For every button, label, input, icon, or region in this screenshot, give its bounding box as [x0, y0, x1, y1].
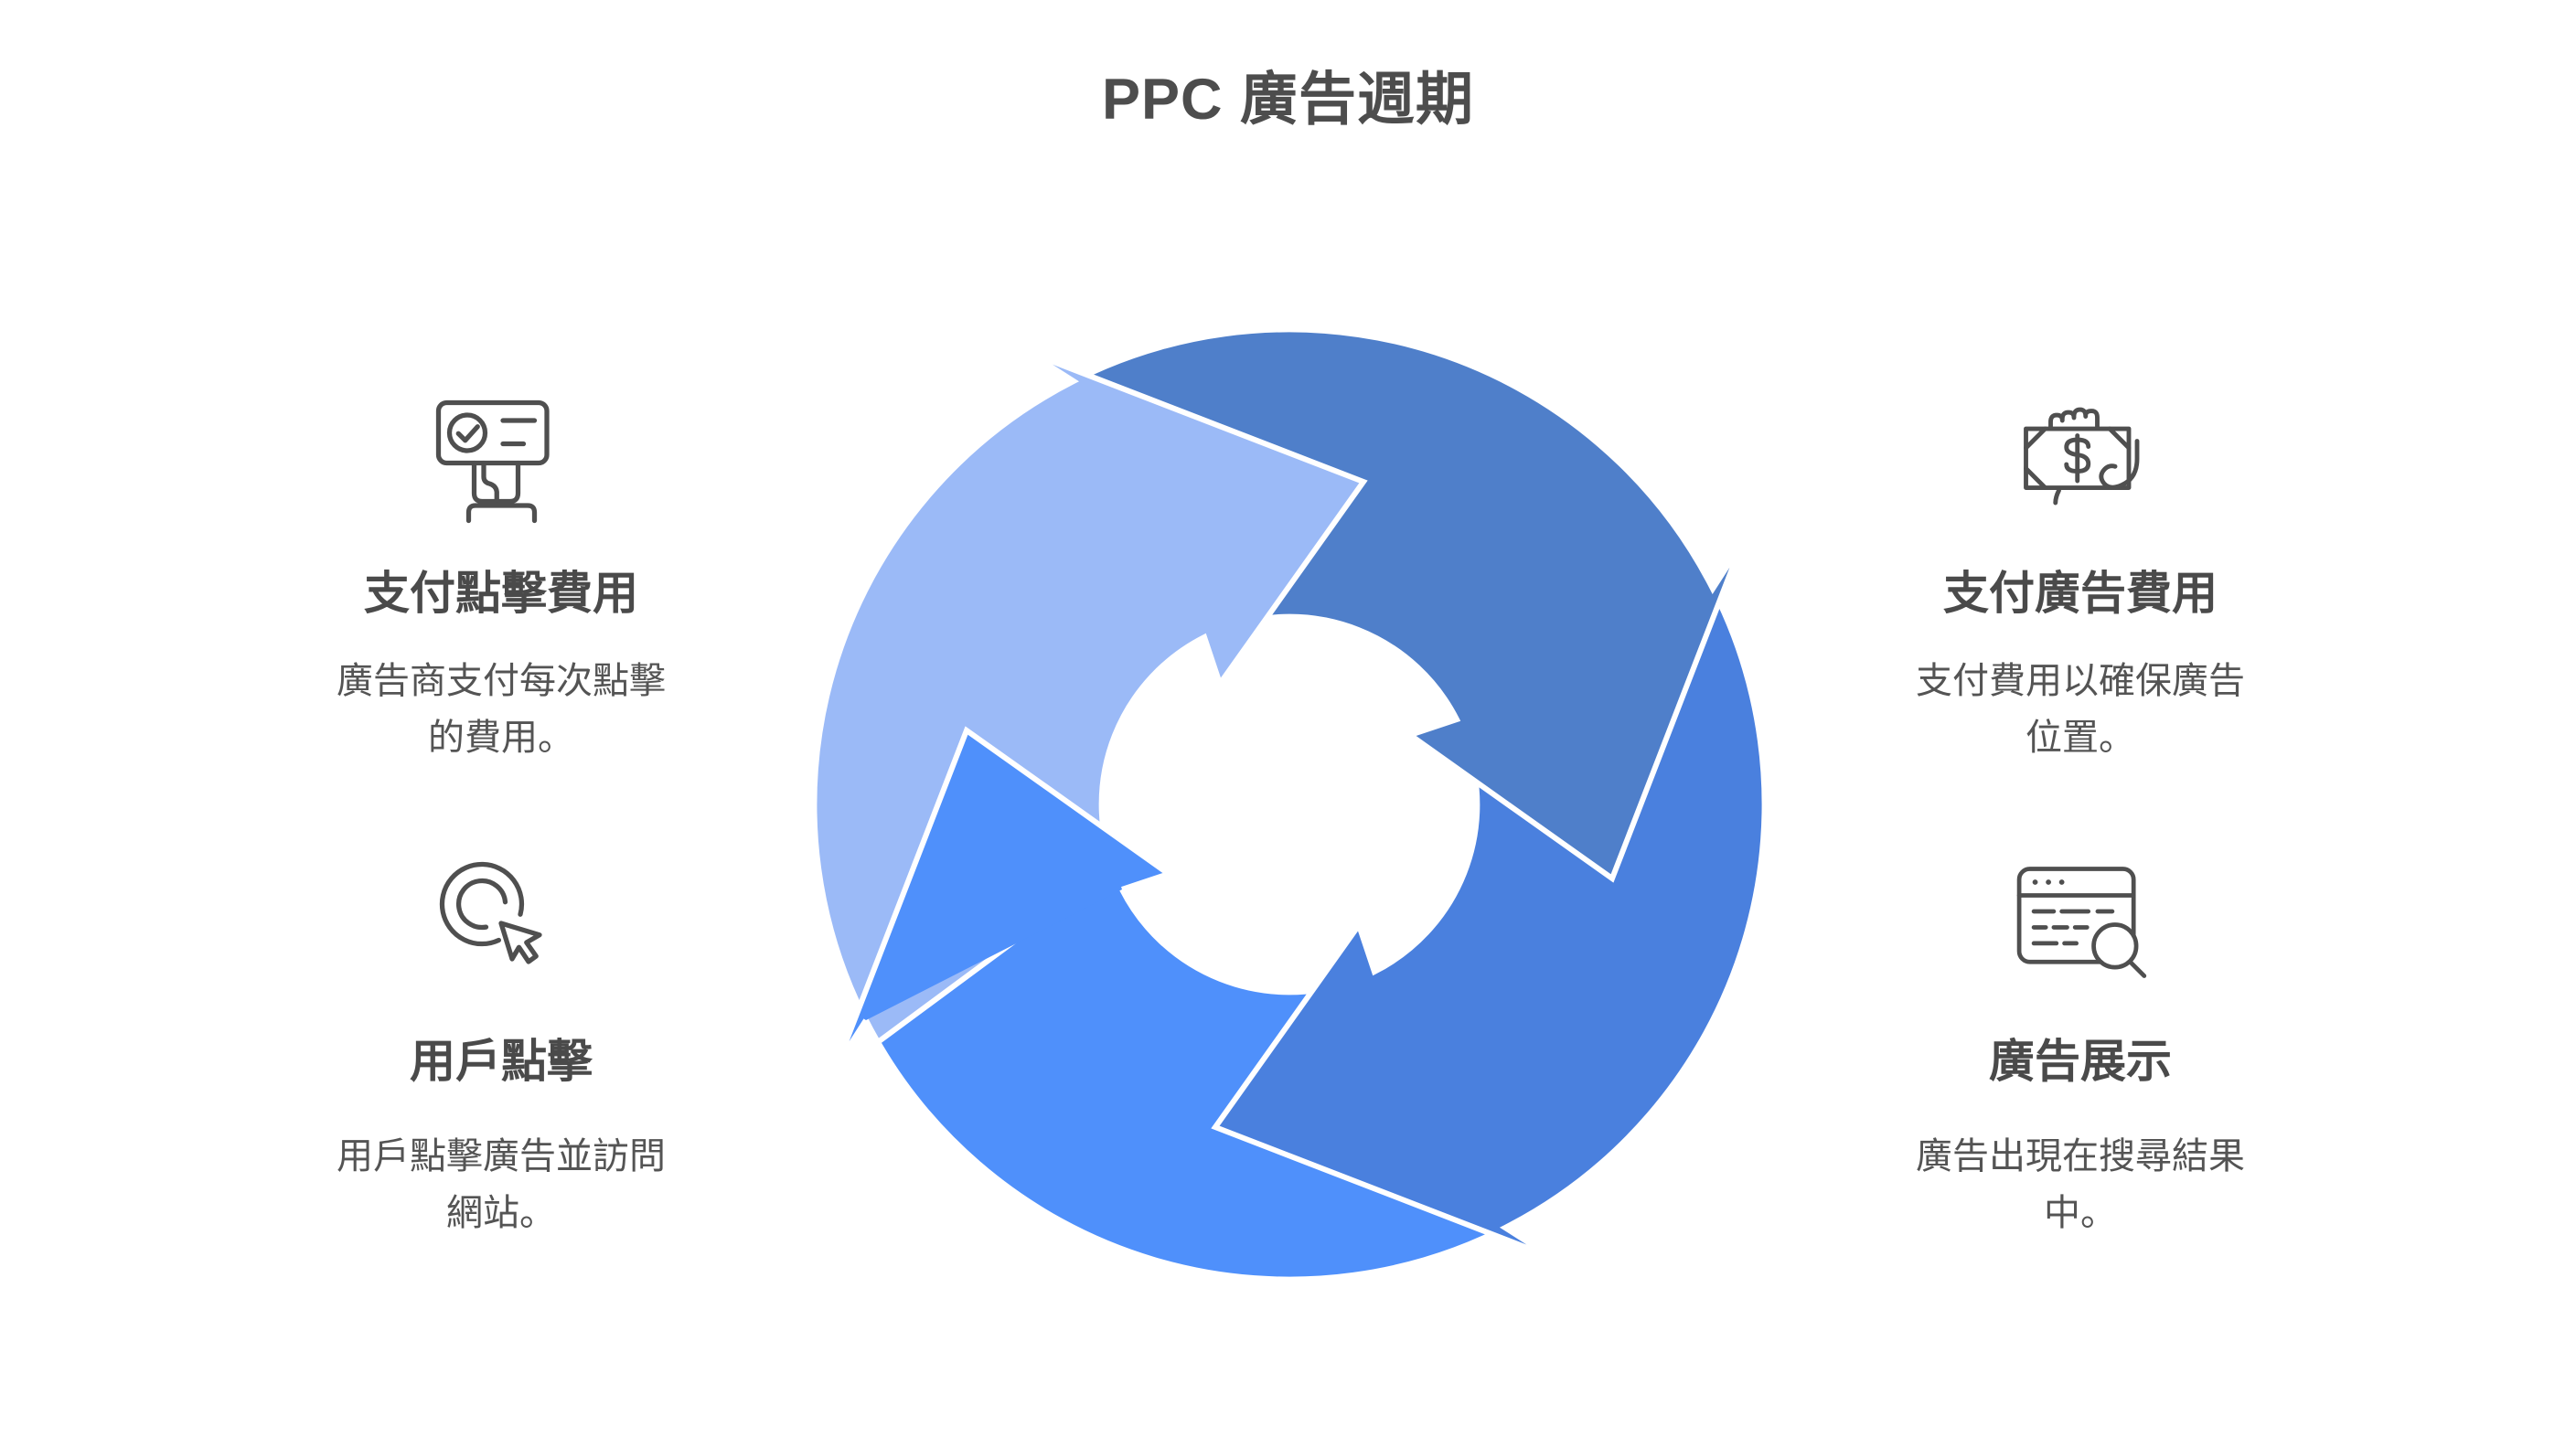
cursor-click-icon	[433, 856, 570, 995]
feature-heading: 用戶點擊	[410, 1036, 593, 1087]
feature-heading: 廣告展示	[1989, 1036, 2172, 1087]
feature-pay-per-click: 支付點擊費用 廣告商支付每次點擊的費用。	[208, 391, 794, 766]
ppc-cycle-diagram	[786, 302, 1792, 1307]
click-outer-ring	[439, 861, 525, 947]
browser-search-icon	[2007, 856, 2154, 995]
search-result-lines	[2031, 909, 2115, 946]
cycle-arrows-svg	[786, 302, 1792, 1307]
page-title: PPC 廣告週期	[1101, 68, 1475, 132]
ad-card	[435, 399, 550, 466]
cursor-arrow	[498, 921, 542, 964]
hand-cuff	[465, 503, 537, 524]
banknote-corners	[2023, 426, 2131, 490]
feature-description: 廣告商支付每次點擊的費用。	[337, 661, 666, 758]
feature-description: 用戶點擊廣告並訪問網站。	[337, 1136, 666, 1233]
feature-user-clicks: 用戶點擊 用戶點擊廣告並訪問網站。	[208, 856, 794, 1241]
feature-heading: 支付點擊費用	[364, 568, 638, 619]
magnifier-glass	[2091, 922, 2139, 970]
gripping-fingers	[2047, 407, 2100, 431]
check-circle	[446, 412, 487, 453]
banknote	[2023, 426, 2131, 490]
feature-heading: 支付廣告費用	[1943, 568, 2218, 619]
hand-finger	[480, 460, 499, 503]
click-inner-ring	[455, 878, 508, 931]
dollar-sign	[2063, 433, 2090, 484]
feature-description: 支付費用以確保廣告位置。	[1916, 661, 2245, 758]
browser-dots	[2032, 879, 2065, 885]
card-text-lines	[499, 418, 537, 447]
cycle-segment-bottom-left-head	[837, 730, 1169, 1066]
magnifier-handle	[2128, 959, 2147, 978]
browser-window	[2016, 867, 2136, 964]
feature-ad-display: 廣告展示 廣告出現在搜尋結果中。	[1788, 856, 2373, 1241]
cycle-segment-bottom-left-head-outline	[834, 726, 1175, 1068]
wrist-line	[2052, 488, 2061, 506]
money-hand-icon	[2005, 391, 2156, 530]
palm-thumb	[2098, 439, 2139, 490]
ad-card-check-hand-icon	[426, 391, 577, 530]
feature-pay-ad-fees: 支付廣告費用 支付費用以確保廣告位置。	[1788, 391, 2373, 766]
checkmark	[455, 424, 480, 443]
feature-description: 廣告出現在搜尋結果中。	[1916, 1136, 2245, 1233]
